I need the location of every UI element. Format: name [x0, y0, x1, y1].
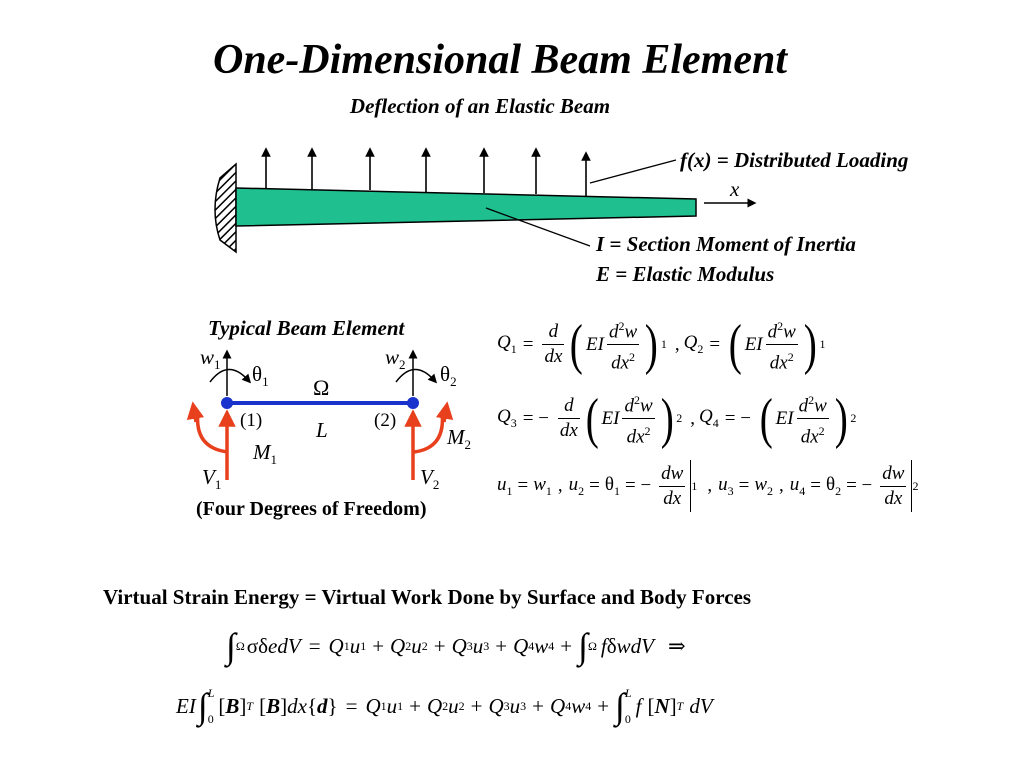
- v2-subscript: 2: [432, 477, 440, 493]
- page-title: One-Dimensional Beam Element: [212, 37, 787, 83]
- theta2-label: θ2: [440, 362, 457, 390]
- v2-label: V2: [420, 465, 439, 493]
- inertia-leader-line: [485, 207, 591, 247]
- distributed-load-arrows: [261, 147, 591, 196]
- node-1: [221, 397, 233, 409]
- omega-label: Ω: [313, 375, 330, 400]
- v1-subscript: 1: [214, 477, 222, 493]
- tapered-beam: [235, 187, 697, 227]
- x-axis-label: x: [730, 177, 740, 201]
- fixed-wall: [214, 162, 237, 254]
- m1-subscript: 1: [270, 452, 278, 468]
- m2-subscript: 2: [464, 437, 472, 453]
- m2-label: M2: [447, 425, 471, 453]
- q3-symbol: Q3: [497, 406, 517, 431]
- node-2: [407, 397, 419, 409]
- v1-label: V1: [202, 465, 221, 493]
- m2-arc-head: [435, 401, 454, 423]
- w2-subscript: 2: [399, 357, 406, 373]
- loading-leader-line: [589, 159, 677, 184]
- v1-symbol: V: [202, 465, 215, 489]
- loading-callout: f(x) = Distributed Loading: [680, 148, 908, 173]
- v2-symbol: V: [420, 465, 433, 489]
- m1-symbol: M: [253, 440, 271, 464]
- q1-symbol: Q1: [497, 332, 517, 357]
- loading-function: f(x) =: [680, 148, 729, 172]
- w2-symbol: w: [385, 345, 400, 369]
- theta1-arc: [209, 368, 252, 384]
- theta2-arc: [395, 368, 438, 384]
- implies-symbol: ⇒: [668, 633, 686, 658]
- element-caption: Typical Beam Element: [208, 316, 405, 340]
- m1-arc-head: [186, 401, 205, 423]
- ei-symbol: EI: [586, 333, 604, 355]
- m2-symbol: M: [447, 425, 465, 449]
- m2-arc: [413, 411, 445, 454]
- loading-label: Distributed Loading: [728, 148, 909, 172]
- length-label: L: [316, 418, 328, 442]
- theta1-symbol: θ: [252, 362, 263, 386]
- m1-label: M1: [253, 440, 277, 468]
- beam-diagram: [214, 147, 757, 254]
- page-subtitle: Deflection of an Elastic Beam: [349, 94, 611, 118]
- dof-note: (Four Degrees of Freedom): [196, 498, 427, 520]
- theta1-subscript: 1: [262, 374, 269, 390]
- theta2-symbol: θ: [440, 362, 451, 386]
- w2-label: w2: [385, 345, 406, 373]
- element-diagram: [186, 349, 454, 480]
- q4-symbol: Q4: [699, 406, 719, 431]
- node-1-label: (1): [240, 410, 263, 431]
- w1-subscript: 1: [214, 357, 221, 373]
- q2-symbol: Q2: [683, 332, 704, 357]
- m1-arc: [195, 411, 229, 454]
- virtual-work-statement: Virtual Strain Energy = Virtual Work Don…: [103, 585, 752, 609]
- inertia-label: I = Section Moment of Inertia: [596, 232, 856, 256]
- node-2-label: (2): [374, 410, 397, 431]
- theta1-label: θ1: [252, 362, 269, 390]
- w1-symbol: w: [200, 345, 215, 369]
- theta2-subscript: 2: [450, 374, 457, 390]
- modulus-label: E = Elastic Modulus: [596, 262, 775, 286]
- w1-label: w1: [200, 345, 221, 373]
